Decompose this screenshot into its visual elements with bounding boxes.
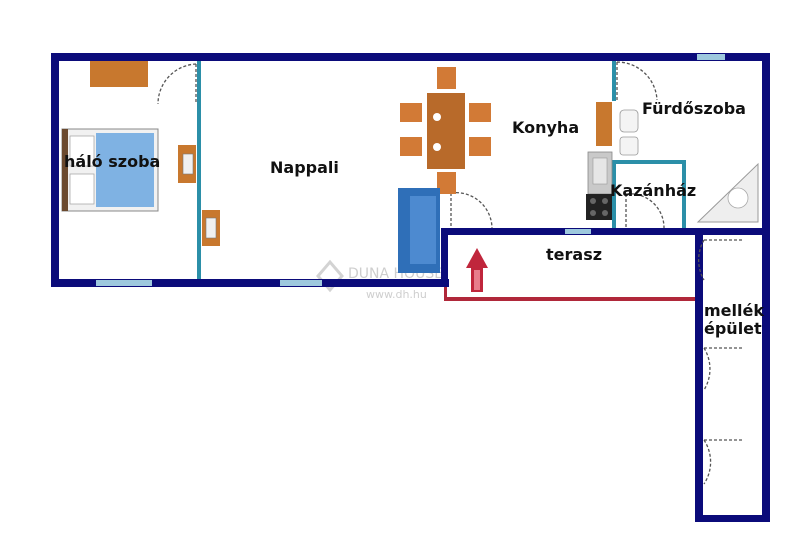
terrace-edge-line [445,297,697,301]
room-label-terrace: terasz [546,245,602,264]
door-annex-3 [703,439,744,485]
door-boiler [625,193,665,229]
door-bathroom [616,61,658,102]
watermark-url: www.dh.hu [366,288,427,301]
outer-walls [51,53,770,522]
door-annex-2 [703,347,744,391]
entrance-arrow-icon [466,248,488,292]
chair [469,137,491,156]
inner-walls [197,61,686,279]
wardrobe [90,61,148,87]
dining-table [400,67,491,194]
kitchen-counter [586,102,613,220]
doors [157,61,744,485]
toilet-icon [619,109,639,133]
door-bedroom [157,63,197,105]
sink-icon [619,136,639,156]
desk-chair-living [202,210,220,246]
room-label-boiler: Kazánház [610,181,696,200]
room-label-kitchen: Konyha [512,118,579,137]
room-label-living: Nappali [270,158,339,177]
window [280,280,322,286]
desk-chair-bedroom [178,145,196,183]
window [565,229,591,234]
room-label-annex-line2: épület [704,319,762,338]
room-label-bathroom: Fürdőszoba [642,99,746,118]
door-entrance [450,192,493,229]
bathtub-icon [696,162,759,223]
windows [96,54,725,286]
door-annex-1 [697,239,744,281]
chair [437,172,456,194]
chair [469,103,491,122]
chair [437,67,456,89]
sofa [398,188,440,273]
room-label-annex-line1: mellék [704,301,764,320]
chair [400,137,422,156]
chair [400,103,422,122]
stove-icon [586,194,612,220]
bathroom-fixtures [619,109,759,223]
window [697,54,725,60]
room-labels: háló szoba Nappali Konyha Fürdőszoba Kaz… [64,99,764,338]
bed [61,128,159,212]
window [96,280,152,286]
room-label-bedroom: háló szoba [64,152,160,171]
